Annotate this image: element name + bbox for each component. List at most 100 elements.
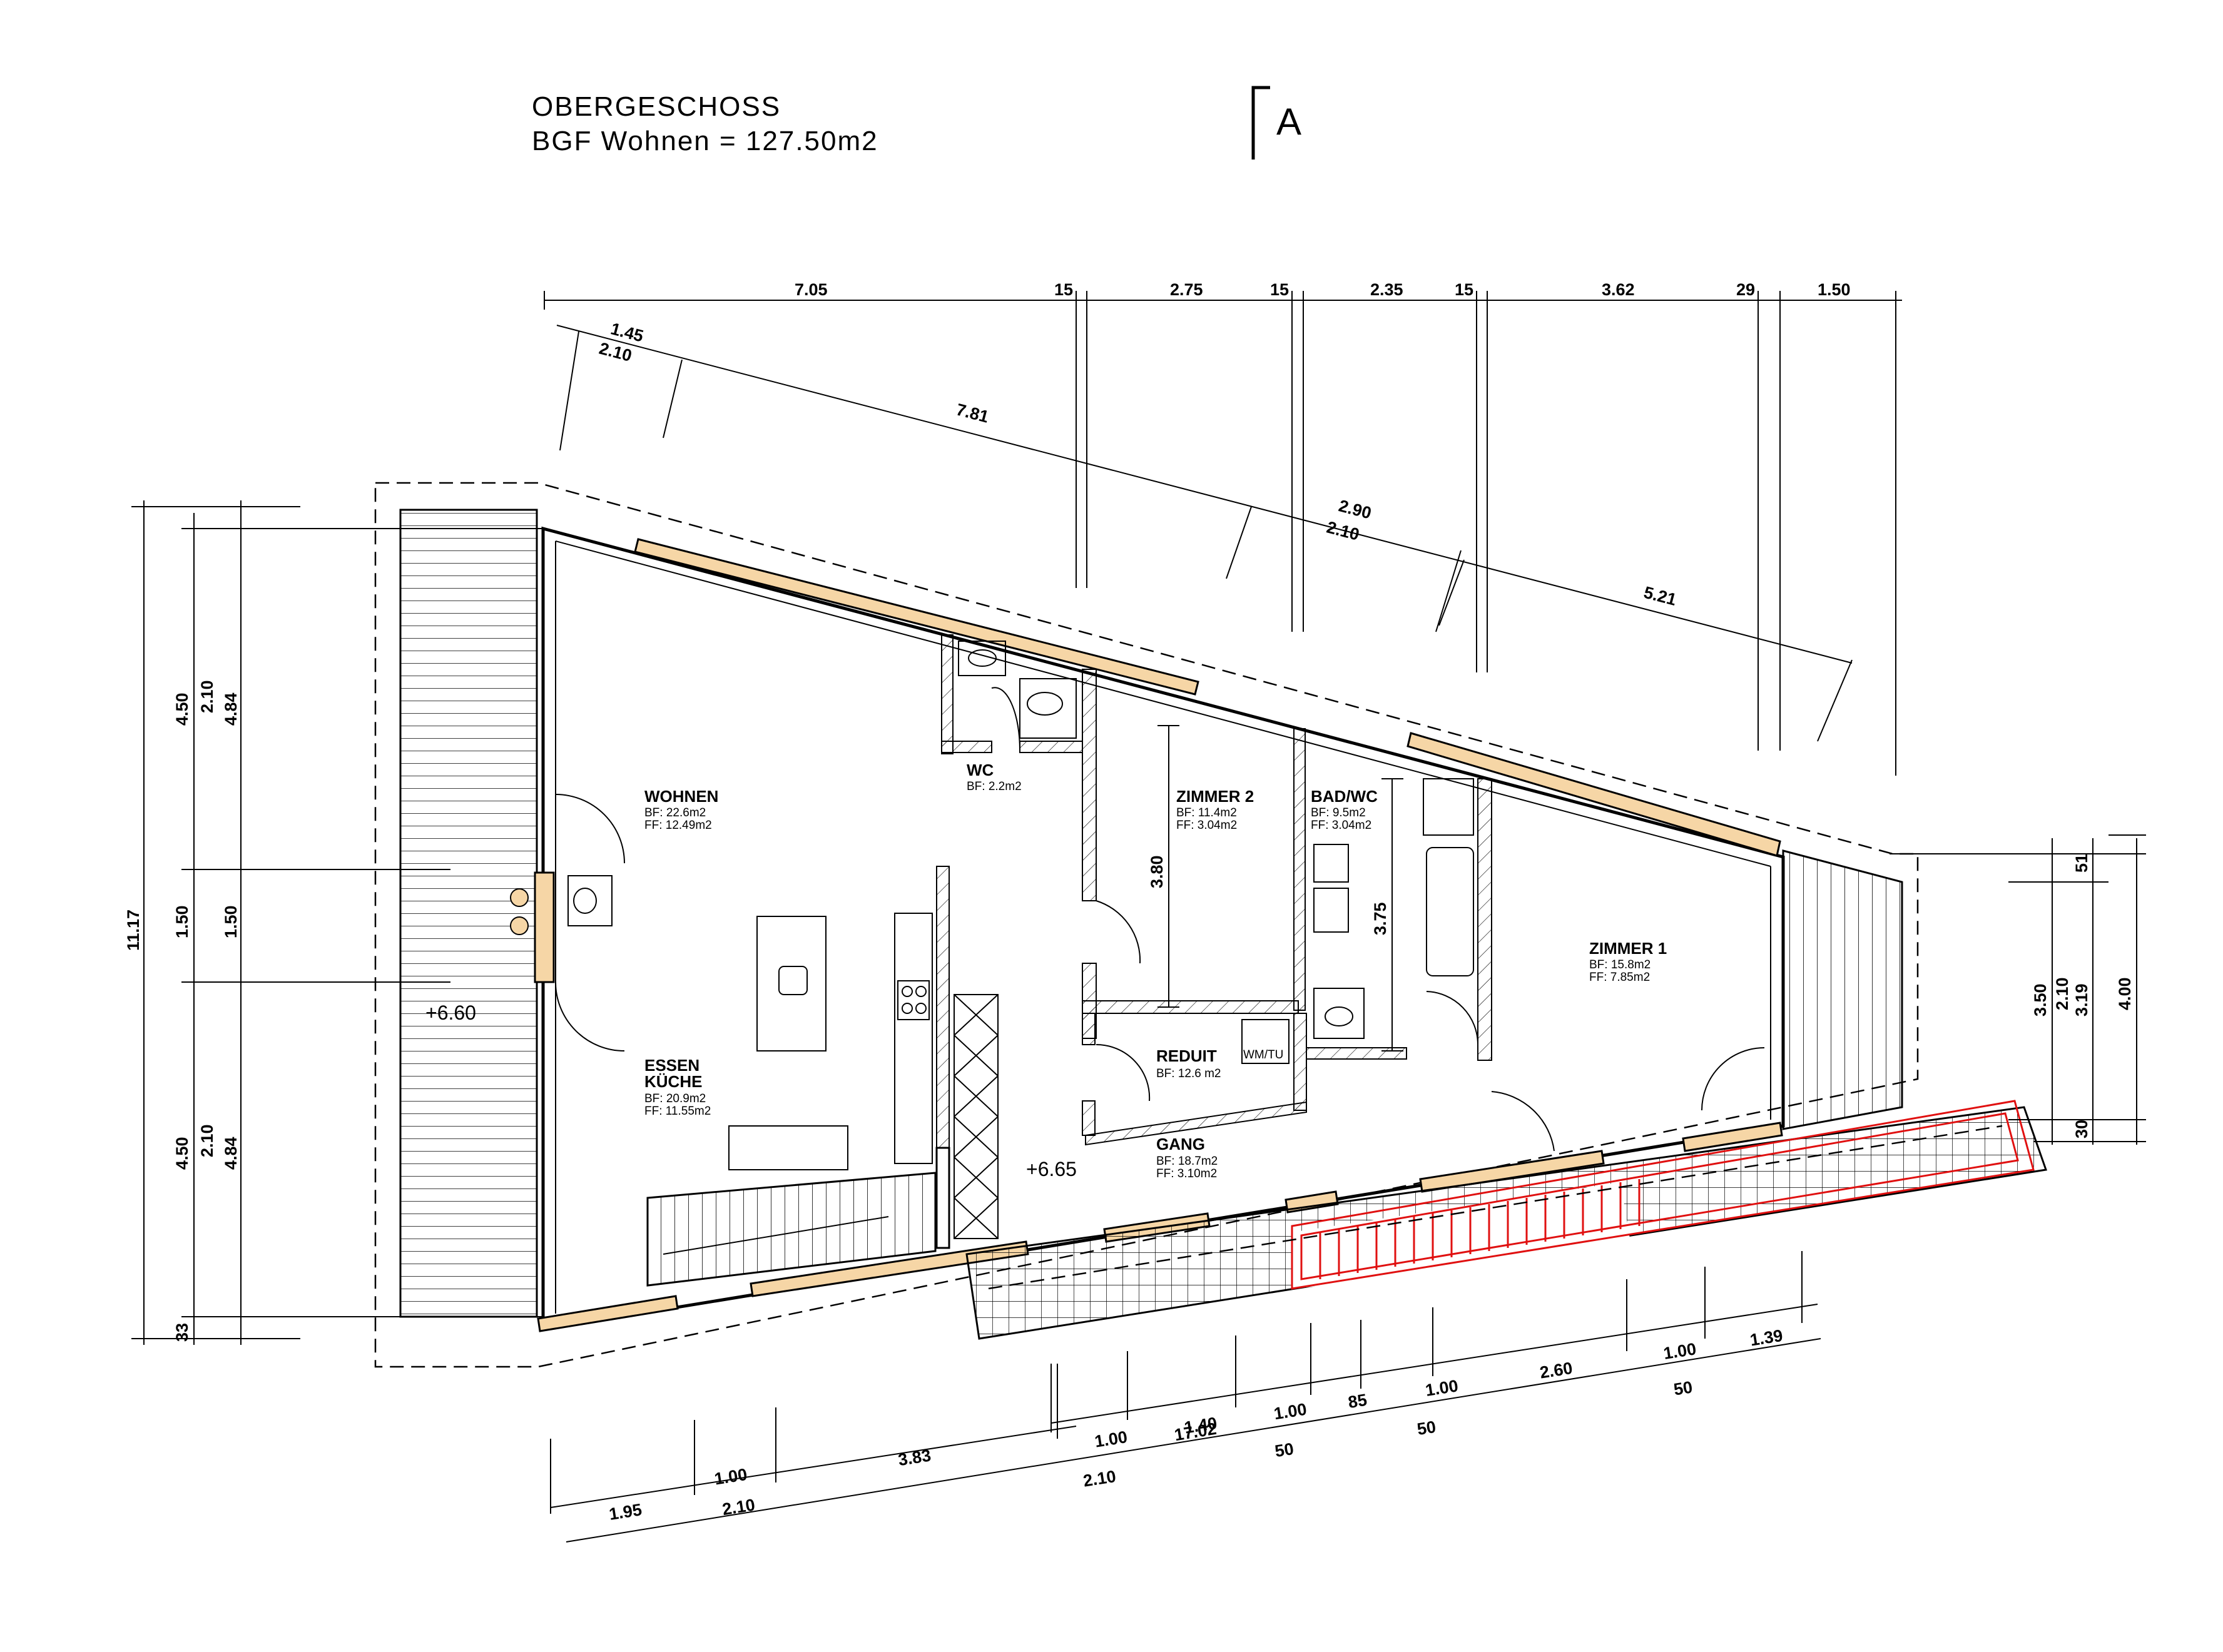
svg-text:2.10: 2.10 <box>721 1495 756 1519</box>
svg-text:BF: 22.6m2: BF: 22.6m2 <box>644 806 706 819</box>
exterior-stair <box>965 1100 2048 1340</box>
svg-text:1.00: 1.00 <box>713 1465 749 1489</box>
svg-text:1.50: 1.50 <box>173 905 191 938</box>
dim-room-heights: 3.80 3.75 <box>1147 725 1403 1052</box>
svg-text:3.50: 3.50 <box>2031 983 2050 1016</box>
svg-text:50: 50 <box>1416 1417 1437 1439</box>
svg-text:BF: 9.5m2: BF: 9.5m2 <box>1311 806 1366 819</box>
svg-text:2.75: 2.75 <box>1170 280 1203 299</box>
svg-text:FF: 7.85m2: FF: 7.85m2 <box>1589 971 1650 984</box>
svg-text:BF: 15.8m2: BF: 15.8m2 <box>1589 958 1651 971</box>
svg-text:4.50: 4.50 <box>173 1137 191 1170</box>
svg-text:4.50: 4.50 <box>173 692 191 726</box>
svg-text:51: 51 <box>2072 854 2091 873</box>
svg-text:1.39: 1.39 <box>1749 1326 1784 1350</box>
floor-area: BGF Wohnen = 127.50m2 <box>532 126 878 156</box>
svg-text:BF: 12.6 m2: BF: 12.6 m2 <box>1156 1067 1221 1080</box>
svg-text:3.75: 3.75 <box>1371 902 1390 935</box>
svg-text:BF: 18.7m2: BF: 18.7m2 <box>1156 1155 1218 1168</box>
svg-text:1.95: 1.95 <box>608 1500 643 1524</box>
svg-text:17.02: 17.02 <box>1173 1419 1218 1444</box>
svg-text:7.81: 7.81 <box>954 400 990 426</box>
svg-text:FF: 12.49m2: FF: 12.49m2 <box>644 819 712 832</box>
svg-text:4.84: 4.84 <box>221 1137 240 1170</box>
svg-text:4.00: 4.00 <box>2115 977 2134 1010</box>
svg-text:ZIMMER 1: ZIMMER 1 <box>1589 939 1667 958</box>
insulation-bottom <box>537 1122 1783 1332</box>
svg-text:GANG: GANG <box>1156 1135 1205 1153</box>
right-balcony <box>1782 849 1903 1130</box>
svg-text:29: 29 <box>1736 280 1755 299</box>
svg-text:1.50: 1.50 <box>1818 280 1851 299</box>
svg-text:3.80: 3.80 <box>1147 855 1166 888</box>
level-label: +6.60 <box>425 1001 476 1024</box>
svg-text:FF: 11.55m2: FF: 11.55m2 <box>644 1105 711 1118</box>
svg-text:ESSEN: ESSEN <box>644 1056 699 1075</box>
svg-text:7.05: 7.05 <box>795 280 828 299</box>
svg-text:85: 85 <box>1347 1391 1368 1412</box>
fixtures: WM/TU <box>510 641 1474 1239</box>
svg-text:30: 30 <box>2072 1120 2091 1138</box>
svg-text:FF: 3.04m2: FF: 3.04m2 <box>1311 819 1371 832</box>
svg-text:3.19: 3.19 <box>2072 983 2091 1016</box>
svg-text:2.35: 2.35 <box>1370 280 1403 299</box>
svg-text:11.17: 11.17 <box>124 910 143 951</box>
room-zimmer-1: ZIMMER 1 BF: 15.8m2 FF: 7.85m2 <box>1589 939 1667 984</box>
svg-text:WC: WC <box>967 761 994 779</box>
svg-text:4.84: 4.84 <box>221 692 240 726</box>
svg-text:50: 50 <box>1274 1439 1295 1461</box>
svg-text:BF: 11.4m2: BF: 11.4m2 <box>1176 806 1237 819</box>
room-wc: WC BF: 2.2m2 <box>967 761 1022 793</box>
svg-text:1.00: 1.00 <box>1093 1427 1129 1451</box>
room-zimmer-2: ZIMMER 2 BF: 11.4m2 FF: 3.04m2 <box>1176 787 1254 832</box>
svg-text:2.10: 2.10 <box>1325 518 1361 544</box>
svg-text:A: A <box>1276 101 1301 143</box>
doors <box>555 687 1765 1152</box>
dim-chain-top: 7.05 15 2.75 15 2.35 15 3.62 29 1.50 <box>544 280 1902 776</box>
room-wohnen: WOHNEN BF: 22.6m2 FF: 12.49m2 <box>644 787 718 832</box>
interior-stair <box>646 1172 937 1287</box>
svg-text:2.90: 2.90 <box>1336 496 1373 522</box>
appliance-label: WM/TU <box>1243 1048 1283 1062</box>
svg-text:1.50: 1.50 <box>221 905 240 938</box>
svg-text:2.60: 2.60 <box>1539 1359 1574 1382</box>
svg-text:FF: 3.10m2: FF: 3.10m2 <box>1156 1167 1217 1180</box>
room-gang: GANG BF: 18.7m2 FF: 3.10m2 <box>1156 1135 1218 1180</box>
svg-text:2.10: 2.10 <box>198 680 216 713</box>
room-bad-wc: BAD/WC BF: 9.5m2 FF: 3.04m2 <box>1311 787 1378 832</box>
floor-title: OBERGESCHOSS <box>532 91 781 122</box>
svg-text:15: 15 <box>1270 280 1289 299</box>
dim-chain-right: 51 3.50 2.10 3.19 4.00 30 <box>1890 834 2146 1145</box>
svg-text:BF: 20.9m2: BF: 20.9m2 <box>644 1092 706 1105</box>
left-balcony: +6.60 <box>399 509 538 1318</box>
section-marker: A <box>1251 86 1301 160</box>
dim-chain-bottom: 1.00 1.40 1.00 85 1.00 2.60 1.00 1.39 2.… <box>550 1251 1821 1543</box>
svg-text:WOHNEN: WOHNEN <box>644 787 718 806</box>
svg-text:33: 33 <box>173 1323 191 1342</box>
dim-chain-slope: 1.45 2.10 7.81 2.90 2.10 5.21 <box>556 319 1853 742</box>
interior-walls <box>935 634 1492 1249</box>
svg-text:5.21: 5.21 <box>1642 583 1678 609</box>
dim-chain-left: 11.17 4.50 2.10 4.84 1.50 1.50 4.50 2.10… <box>124 500 544 1345</box>
svg-text:15: 15 <box>1054 280 1073 299</box>
svg-text:KÜCHE: KÜCHE <box>644 1072 702 1091</box>
svg-text:3.83: 3.83 <box>897 1446 933 1470</box>
insulation-top <box>534 538 1781 983</box>
room-reduit: REDUIT BF: 12.6 m2 <box>1156 1046 1221 1080</box>
svg-text:1.00: 1.00 <box>1273 1400 1308 1424</box>
room-essen-kueche: ESSEN KÜCHE BF: 20.9m2 FF: 11.55m2 <box>644 1056 711 1118</box>
level-label: +6.65 <box>1026 1158 1077 1180</box>
svg-text:2.10: 2.10 <box>598 339 634 365</box>
svg-text:ZIMMER 2: ZIMMER 2 <box>1176 787 1254 806</box>
svg-text:FF: 3.04m2: FF: 3.04m2 <box>1176 819 1237 832</box>
svg-text:BF: 2.2m2: BF: 2.2m2 <box>967 780 1022 793</box>
svg-text:3.62: 3.62 <box>1602 280 1635 299</box>
svg-text:2.10: 2.10 <box>2053 977 2072 1010</box>
svg-text:15: 15 <box>1455 280 1473 299</box>
svg-text:50: 50 <box>1672 1377 1694 1399</box>
svg-text:2.10: 2.10 <box>198 1124 216 1157</box>
svg-text:BAD/WC: BAD/WC <box>1311 787 1378 806</box>
svg-text:2.10: 2.10 <box>1082 1467 1117 1491</box>
outline-dashed <box>374 482 1919 1368</box>
